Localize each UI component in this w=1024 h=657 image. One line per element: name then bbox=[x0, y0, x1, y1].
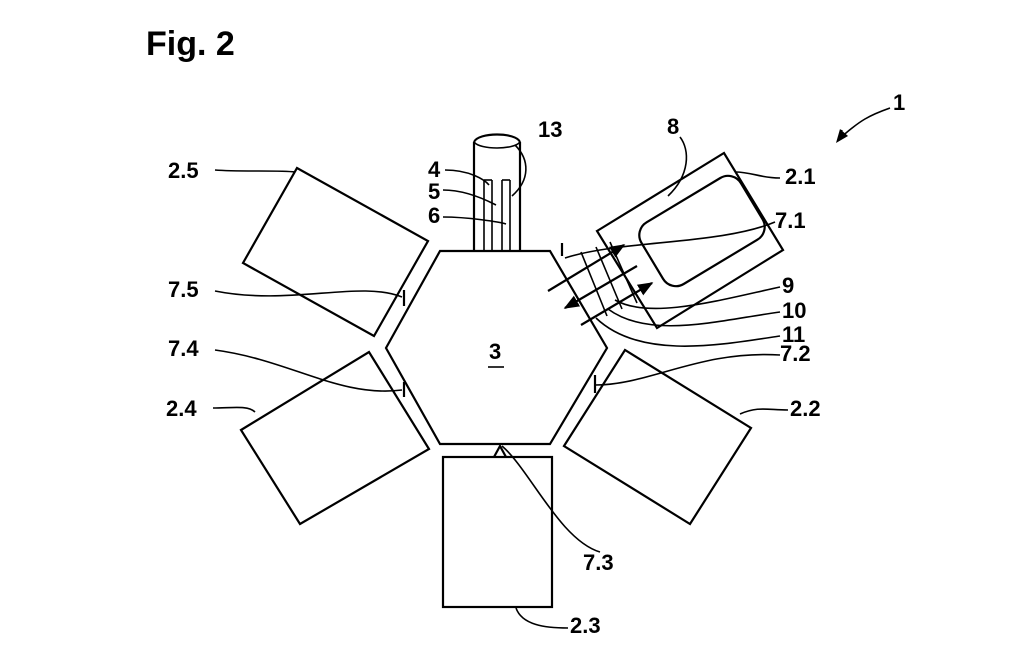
label-7-5: 7.5 bbox=[168, 277, 199, 302]
station-2-4 bbox=[241, 352, 429, 524]
label-9: 9 bbox=[782, 273, 794, 298]
label-2-3: 2.3 bbox=[570, 613, 601, 638]
label-5: 5 bbox=[428, 179, 440, 204]
transfer-arrows bbox=[548, 242, 652, 325]
station-2-3 bbox=[443, 446, 552, 607]
label-2-1: 2.1 bbox=[785, 164, 816, 189]
label-3: 3 bbox=[489, 339, 501, 364]
label-2-5: 2.5 bbox=[168, 158, 199, 183]
label-13: 13 bbox=[538, 117, 562, 142]
label-8: 8 bbox=[667, 114, 679, 139]
label-7-4: 7.4 bbox=[168, 336, 199, 361]
figure-title: Fig. 2 bbox=[146, 25, 235, 63]
label-10: 10 bbox=[782, 298, 806, 323]
feed-pipe bbox=[474, 135, 520, 252]
label-2-4: 2.4 bbox=[166, 396, 197, 421]
label-1: 1 bbox=[893, 90, 905, 115]
label-7-3: 7.3 bbox=[583, 550, 614, 575]
label-6: 6 bbox=[428, 203, 440, 228]
station-2-2 bbox=[564, 350, 751, 524]
station-2-5 bbox=[243, 168, 428, 336]
label-11: 11 bbox=[782, 322, 805, 347]
label-7-1: 7.1 bbox=[775, 208, 806, 233]
label-2-2: 2.2 bbox=[790, 396, 821, 421]
station-2-1 bbox=[562, 153, 783, 328]
